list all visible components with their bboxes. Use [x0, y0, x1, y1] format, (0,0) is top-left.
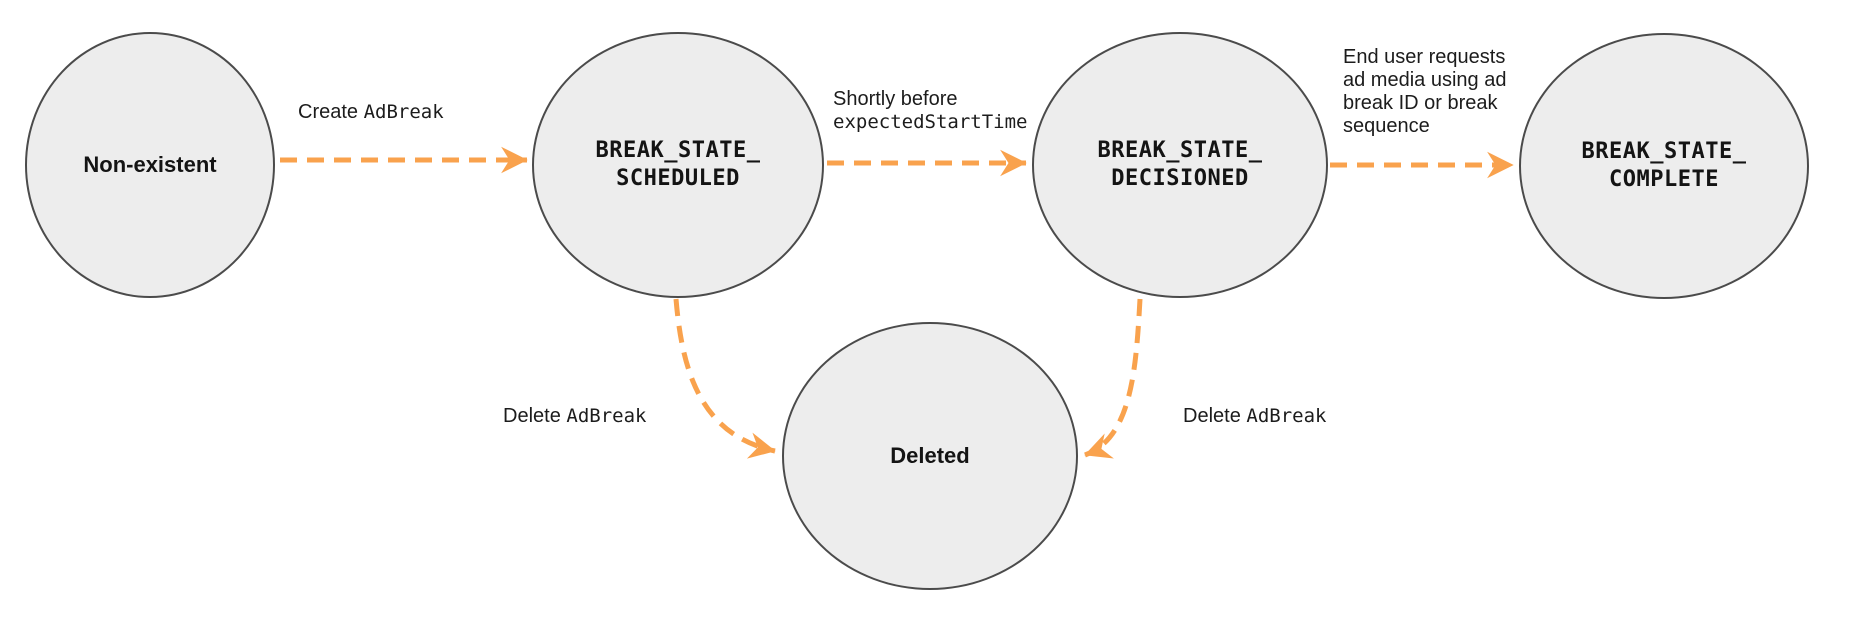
edge-label-code: AdBreak — [566, 405, 647, 427]
edge-label-code: AdBreak — [1246, 405, 1327, 427]
edge-label-code: AdBreak — [363, 101, 444, 123]
node-label-line2: COMPLETE — [1609, 167, 1719, 192]
edge-delete-adbreak-right — [1084, 298, 1143, 459]
edge-label-text: Delete — [1183, 405, 1247, 427]
edge-label-text: Delete — [503, 405, 567, 427]
node-label: Non-existent — [83, 152, 217, 177]
node-break-state-scheduled: BREAK_STATE_ SCHEDULED — [532, 32, 824, 298]
edge-delete-adbreak-left — [673, 298, 776, 459]
node-label-line1: BREAK_STATE_ — [595, 138, 761, 163]
edge-label-delete-adbreak-right: Delete AdBreak — [1183, 405, 1326, 428]
node-label-line2: DECISIONED — [1111, 166, 1249, 191]
edge-label-text: Shortly before — [833, 88, 958, 110]
edge-label-create-adbreak: Create AdBreak — [298, 101, 444, 124]
node-break-state-complete: BREAK_STATE_ COMPLETE — [1519, 33, 1809, 299]
node-label: Deleted — [890, 443, 970, 468]
edge-label-end-user-requests: End user requests ad media using ad brea… — [1343, 46, 1507, 137]
edge-label-text: Create — [298, 101, 364, 123]
node-label-line1: BREAK_STATE_ — [1581, 139, 1747, 164]
edge-label-code: expectedStartTime — [833, 111, 1028, 133]
node-deleted: Deleted — [782, 322, 1078, 590]
node-non-existent: Non-existent — [25, 32, 275, 298]
node-break-state-decisioned: BREAK_STATE_ DECISIONED — [1032, 32, 1328, 298]
edge-label-shortly-before: Shortly before expectedStartTime — [833, 88, 1027, 134]
edge-label-delete-adbreak-left: Delete AdBreak — [503, 405, 646, 428]
node-label-line1: BREAK_STATE_ — [1097, 138, 1263, 163]
node-label-line2: SCHEDULED — [616, 166, 740, 191]
